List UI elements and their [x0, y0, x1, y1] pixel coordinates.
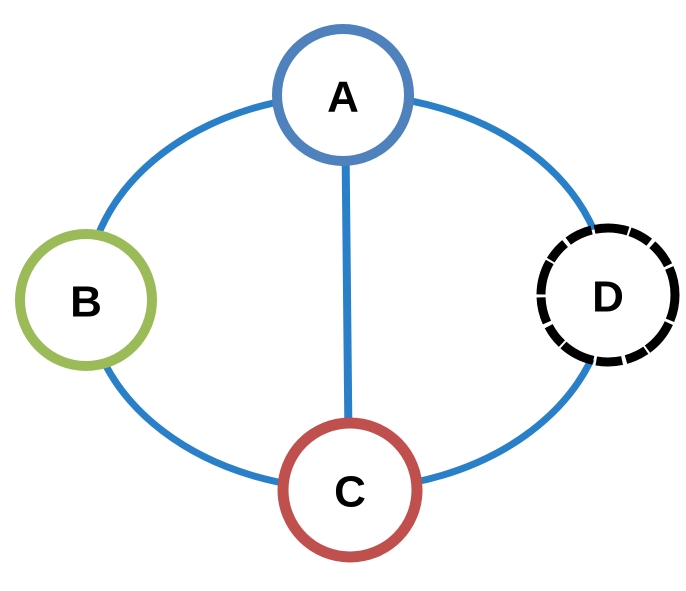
node-b-label: B	[70, 278, 102, 327]
node-b: B	[15, 229, 157, 371]
node-d-label: D	[592, 273, 624, 322]
node-a: A	[272, 24, 414, 166]
node-c: C	[277, 417, 423, 563]
node-b-circle	[15, 229, 157, 371]
node-a-circle	[272, 24, 414, 166]
node-a-label: A	[327, 73, 359, 122]
node-d-circle	[536, 223, 680, 367]
node-d: D	[536, 223, 680, 367]
node-c-circle	[277, 417, 423, 563]
node-c-label: C	[334, 468, 366, 517]
